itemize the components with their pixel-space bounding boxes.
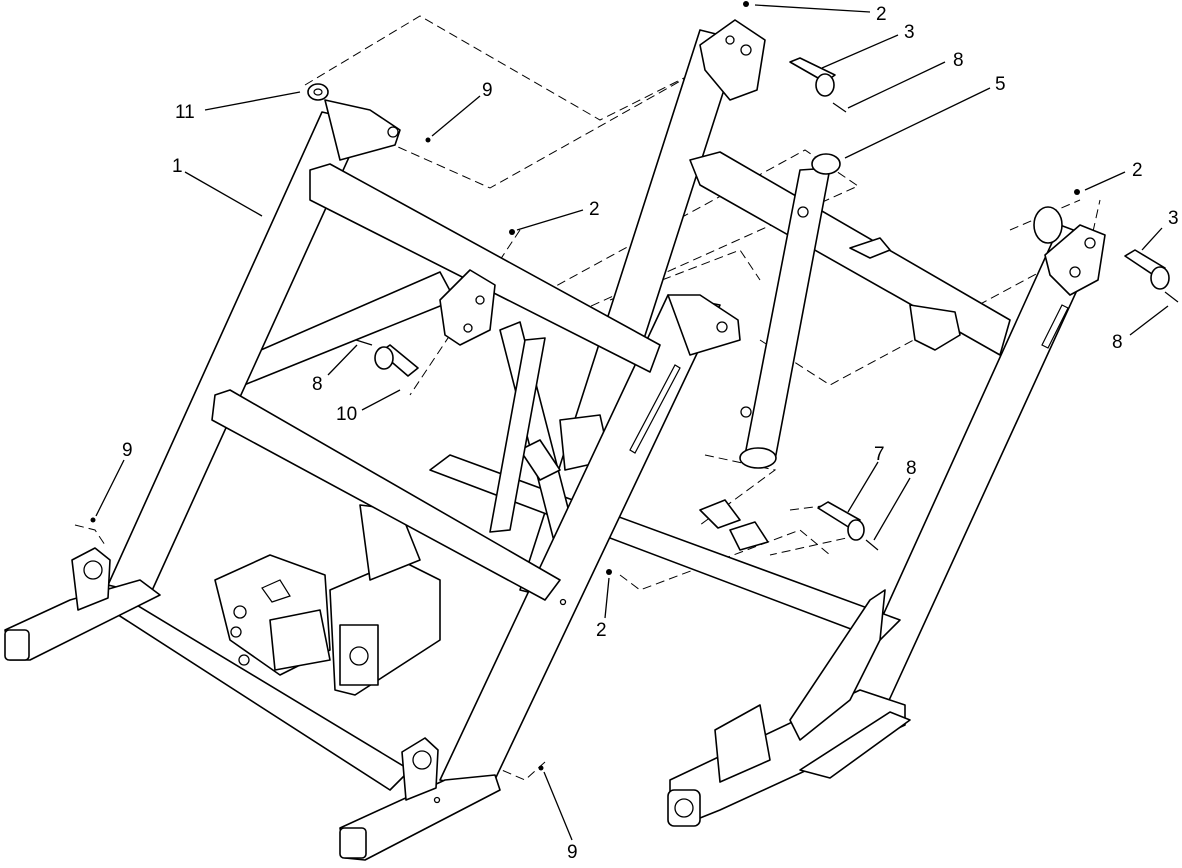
grease-fitting-6 <box>538 765 544 771</box>
callout-1: 1 <box>172 156 183 177</box>
callout-5: 5 <box>995 74 1006 95</box>
grease-fitting-1 <box>743 1 749 7</box>
callout-8-top: 8 <box>953 50 964 71</box>
grease-fitting-2 <box>1074 189 1080 195</box>
callout-leaders <box>95 4 1169 841</box>
rear-right-foot <box>669 689 906 819</box>
rear-top-crossbar <box>689 151 1011 356</box>
callout-9-left: 9 <box>122 440 133 461</box>
lower-crossbar <box>211 389 561 601</box>
hardware <box>90 1 1179 771</box>
callout-3-top: 3 <box>904 22 915 43</box>
main-frame-weldment <box>4 99 1069 861</box>
rear-right-curved-brace <box>789 589 886 741</box>
grease-fitting-3 <box>509 229 515 235</box>
grease-fitting-4 <box>425 137 431 143</box>
callout-2-center: 2 <box>589 199 600 220</box>
front-right-tube-end <box>339 827 367 859</box>
callout-labels: 2 3 8 5 11 9 1 2 2 3 8 8 10 9 7 8 2 9 <box>122 4 1179 863</box>
callout-2-lower: 2 <box>596 620 607 641</box>
right-top-plate <box>667 294 741 356</box>
grease-fitting-7 <box>606 569 612 575</box>
front-left-tube-end <box>4 629 30 661</box>
lift-cylinder <box>739 153 841 469</box>
callout-10: 10 <box>336 404 357 425</box>
top-pivot-plate <box>324 99 401 161</box>
callout-7: 7 <box>874 444 885 465</box>
right-brackets <box>699 19 1106 551</box>
hitch-assembly <box>214 504 441 696</box>
rear-base-plate <box>799 711 911 779</box>
pin-lower <box>817 501 861 529</box>
callout-8-right: 8 <box>1112 332 1123 353</box>
callout-8-center: 8 <box>312 374 323 395</box>
callout-3-right: 3 <box>1168 208 1179 229</box>
washer <box>307 83 329 101</box>
callout-2-right: 2 <box>1132 160 1143 181</box>
grease-fitting-5 <box>90 517 96 523</box>
callout-9-bottom: 9 <box>567 842 578 863</box>
center-clevis <box>439 269 496 346</box>
rear-foot-gusset <box>714 704 771 783</box>
callout-8-lower: 8 <box>906 458 917 479</box>
callout-9-top: 9 <box>482 80 493 101</box>
upper-crossbar <box>309 163 661 373</box>
callout-2-top: 2 <box>876 4 887 25</box>
callout-11: 11 <box>175 102 195 123</box>
